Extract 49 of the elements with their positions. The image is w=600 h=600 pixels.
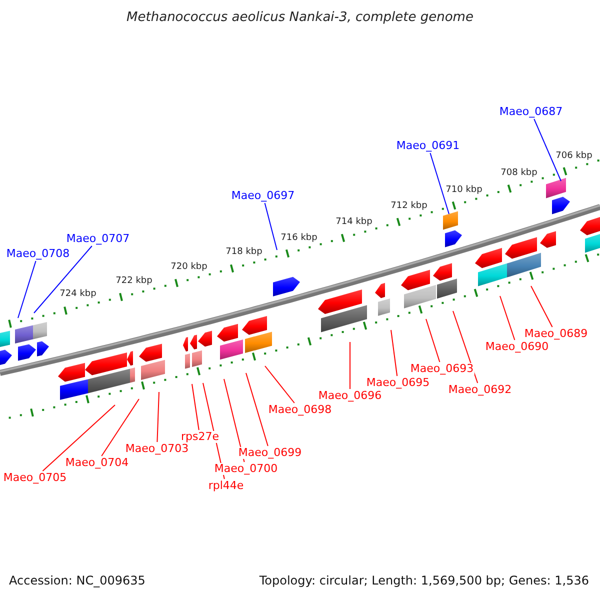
leader-line (390, 330, 398, 376)
leader-line (452, 310, 478, 384)
leader-line (264, 366, 295, 404)
leader-line (264, 202, 278, 250)
leader-line (101, 398, 140, 456)
gene-label: Maeo_0703 (124, 442, 190, 456)
scale-label: 716 kbp (280, 234, 318, 244)
scale-label: 714 kbp (334, 218, 374, 228)
gene-label: rpl44e (207, 480, 245, 492)
gene-label: Maeo_0699 (237, 446, 303, 460)
gene-label: Maeo_0690 (484, 340, 550, 354)
scale-label: 718 kbp (224, 248, 264, 258)
gene-label: rps27e (180, 430, 220, 444)
leader-line (156, 392, 160, 442)
leader-line (534, 118, 562, 182)
gene-label: Maeo_0708 (5, 248, 71, 260)
leader-line (530, 286, 553, 328)
leader-line (34, 246, 92, 314)
leader-line (192, 384, 200, 430)
title: Methanococcus aeolicus Nankai-3, complete genome (126, 10, 474, 26)
scale-label: 706 kbp (554, 152, 594, 162)
gene-label: Maeo_0689 (523, 328, 589, 340)
scale-label: 708 kbp (500, 169, 538, 180)
gene-label: Maeo_0693 (409, 362, 475, 376)
gene-label: Maeo_0696 (317, 390, 383, 402)
scale-label: 712 kbp (390, 202, 428, 212)
scale-label: 724 kbp (58, 290, 98, 300)
accession-note: Accession: NC_009635 (8, 574, 146, 588)
gene-label: Maeo_0698 (267, 404, 333, 416)
gene-label: Maeo_0691 (395, 140, 461, 152)
scale-label: 720 kbp (170, 262, 208, 273)
leader-line (500, 296, 516, 340)
scale-label: 722 kbp (114, 276, 154, 287)
gene-label: Maeo_0705 (2, 472, 68, 484)
gene-label: Maeo_0687 (498, 106, 564, 118)
leader-line (430, 152, 450, 214)
gene-label: Maeo_0697 (230, 190, 296, 202)
gene-label: Maeo_0707 (65, 232, 131, 246)
leader-line (42, 404, 116, 472)
leader-line (18, 260, 36, 318)
scale-label: 710 kbp (444, 186, 484, 196)
gene-label: Maeo_0700 (213, 462, 279, 476)
leader-line (246, 372, 268, 446)
leader-line (426, 318, 440, 362)
gene-label: Maeo_0692 (447, 384, 513, 396)
leader-line (224, 378, 245, 462)
genome-summary: Topology: circular; Length: 1,569,500 bp; Genes: 1,536 (258, 574, 590, 588)
gene-label: Maeo_0695 (365, 376, 431, 390)
gene-label: Maeo_0704 (64, 456, 130, 470)
